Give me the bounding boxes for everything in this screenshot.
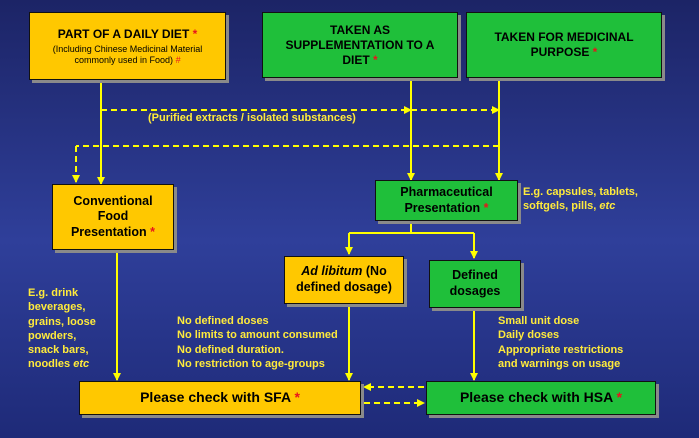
asterisk-mark: * — [150, 224, 156, 239]
asterisk-mark: * — [483, 200, 489, 215]
node-ad-libitum-italic: Ad libitum — [301, 264, 363, 279]
node-conventional-food: Conventional Food Presentation * — [52, 184, 174, 250]
node-daily-diet-subtitle: (Including Chinese Medicinal Material co… — [52, 43, 203, 65]
node-daily-diet-title: PART OF A DAILY DIET * — [57, 26, 198, 41]
asterisk-mark: * — [592, 45, 598, 59]
note-pharma-examples: E.g. capsules, tablets, softgels, pills,… — [523, 186, 638, 213]
node-check-sfa: Please check with SFA * — [79, 381, 361, 415]
node-daily-diet: PART OF A DAILY DIET * (Including Chines… — [29, 12, 226, 80]
node-hsa-title: Please check with HSA — [459, 389, 613, 406]
asterisk-mark: * — [192, 26, 198, 41]
node-ad-libitum-rest: (No defined dosage) — [296, 264, 392, 294]
node-sfa-title: Please check with SFA — [140, 389, 291, 406]
note-adlibitum-conditions: No defined doses No limits to amount con… — [177, 314, 338, 371]
node-ad-libitum: Ad libitum (No defined dosage) — [284, 256, 404, 304]
node-defined-title: Defined dosages — [449, 268, 501, 298]
note-line: Appropriate restrictions — [498, 343, 624, 356]
edge-label-purified: (Purified extracts / isolated substances… — [148, 112, 356, 124]
note-line: No restriction to age-groups — [177, 357, 325, 370]
node-pharmaceutical-title: Pharmaceutical Presentation — [400, 184, 493, 215]
asterisk-mark: * — [616, 389, 623, 406]
note-food-examples: E.g. drink beverages, grains, loose powd… — [28, 287, 96, 371]
node-medicinal-title: TAKEN FOR MEDICINAL PURPOSE — [494, 30, 634, 59]
node-medicinal: TAKEN FOR MEDICINAL PURPOSE * — [466, 12, 662, 78]
node-supplementation-title: TAKEN AS SUPPLEMENTATION TO A DIET — [285, 22, 435, 67]
note-line: No defined doses — [177, 315, 269, 327]
note-line: Small unit dose — [498, 315, 580, 327]
node-supplementation: TAKEN AS SUPPLEMENTATION TO A DIET * — [262, 12, 458, 78]
note-line: and warnings on usage — [498, 357, 621, 370]
asterisk-mark: * — [294, 389, 300, 406]
node-check-hsa: Please check with HSA * — [426, 381, 656, 415]
note-defined-conditions: Small unit dose Daily doses Appropriate … — [498, 314, 623, 371]
hash-mark: # — [175, 54, 181, 65]
node-pharmaceutical: Pharmaceutical Presentation * — [375, 180, 518, 221]
asterisk-mark: * — [373, 52, 378, 67]
node-conventional-title: Conventional Food Presentation — [70, 193, 153, 239]
note-line: Daily doses — [498, 329, 560, 342]
note-line: No defined duration. — [177, 343, 284, 356]
node-defined-dosages: Defined dosages — [429, 260, 521, 308]
note-line: No limits to amount consumed — [177, 329, 338, 342]
